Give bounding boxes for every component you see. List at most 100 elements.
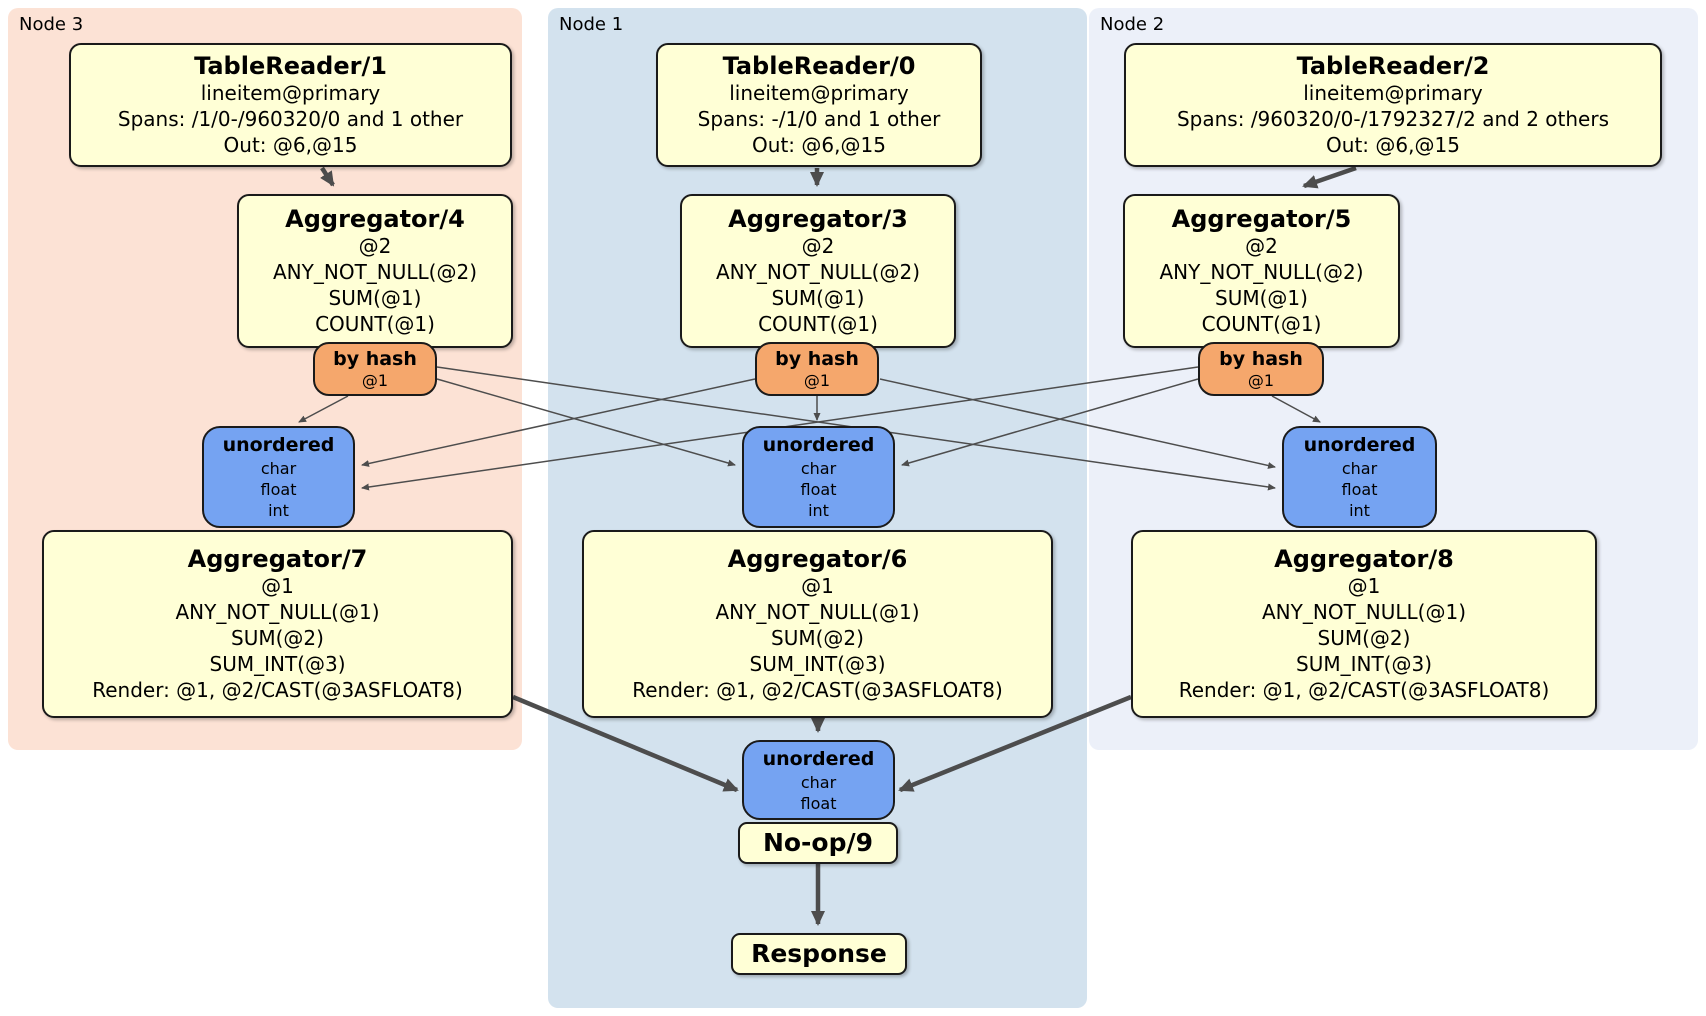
sync-column: float — [800, 793, 837, 813]
node3-label: Node 3 — [19, 14, 84, 35]
aggregator8-render: Render: @1, @2/CAST(@3ASFLOAT8) — [1178, 678, 1550, 702]
node2-label: Node 2 — [1100, 14, 1165, 35]
node3-hash-router: by hash @1 — [313, 342, 437, 396]
aggregator5-group: @2 — [1245, 234, 1278, 258]
tablereader1-index: lineitem@primary — [200, 81, 381, 105]
edge-router2-sync2 — [1271, 395, 1321, 423]
aggregator8-box: Aggregator/8 @1 ANY_NOT_NULL(@1) SUM(@2)… — [1131, 530, 1597, 718]
aggregator6-group: @1 — [801, 574, 834, 598]
aggregator3-box: Aggregator/3 @2 ANY_NOT_NULL(@2) SUM(@1)… — [680, 194, 956, 348]
sync-label: unordered — [222, 434, 335, 456]
router-label: by hash — [1219, 347, 1303, 370]
node1-label: Node 1 — [559, 14, 624, 35]
tablereader1-out: Out: @6,@15 — [223, 133, 358, 157]
aggregator4-box: Aggregator/4 @2 ANY_NOT_NULL(@2) SUM(@1)… — [237, 194, 513, 348]
tablereader0-title: TableReader/0 — [722, 52, 916, 80]
node3-unordered-sync: unordered char float int — [202, 426, 355, 528]
sync-column: int — [1349, 501, 1370, 520]
edge-router2-sync1 — [901, 378, 1199, 467]
router-label: by hash — [775, 347, 859, 370]
aggregator5-fn: COUNT(@1) — [1201, 312, 1322, 336]
sync-label: unordered — [1303, 434, 1416, 456]
aggregator6-box: Aggregator/6 @1 ANY_NOT_NULL(@1) SUM(@2)… — [582, 530, 1053, 718]
tablereader0-spans: Spans: -/1/0 and 1 other — [697, 107, 941, 131]
response-box: Response — [731, 933, 907, 975]
aggregator3-group: @2 — [801, 234, 835, 258]
aggregator6-fn: SUM(@2) — [771, 626, 864, 650]
edge-aggregator7-final-sync — [512, 694, 739, 793]
router-label: by hash — [333, 347, 417, 370]
tablereader0-box: TableReader/0 lineitem@primary Spans: -/… — [656, 43, 982, 167]
aggregator3-fn: SUM(@1) — [771, 286, 865, 310]
tablereader1-title: TableReader/1 — [194, 52, 387, 80]
edge-router3-sync1 — [436, 378, 736, 467]
node1-hash-router: by hash @1 — [755, 342, 879, 396]
aggregator4-fn: ANY_NOT_NULL(@2) — [273, 260, 477, 284]
node2-hash-router: by hash @1 — [1198, 342, 1324, 396]
tablereader2-box: TableReader/2 lineitem@primary Spans: /9… — [1124, 43, 1662, 167]
router-key: @1 — [1247, 370, 1275, 390]
tablereader1-box: TableReader/1 lineitem@primary Spans: /1… — [69, 43, 512, 167]
edge-router1-sync3 — [361, 378, 756, 467]
tablereader2-title: TableReader/2 — [1296, 52, 1490, 80]
aggregator6-fn: ANY_NOT_NULL(@1) — [715, 600, 920, 624]
aggregator8-fn: SUM(@2) — [1317, 626, 1411, 650]
tablereader2-spans: Spans: /960320/0-/1792327/2 and 2 others — [1176, 107, 1609, 131]
edge-tablereader1-aggregator4 — [320, 166, 335, 187]
router-key: @1 — [361, 370, 389, 390]
sync-column: char — [1341, 459, 1378, 478]
sync-column: char — [800, 459, 837, 478]
tablereader1-spans: Spans: /1/0-/960320/0 and 1 other — [117, 107, 464, 131]
sync-column: float — [1341, 480, 1378, 499]
tablereader0-index: lineitem@primary — [729, 81, 909, 105]
aggregator5-title: Aggregator/5 — [1171, 205, 1352, 233]
sync-label: unordered — [762, 434, 875, 456]
aggregator5-fn: SUM(@1) — [1215, 286, 1308, 310]
sync-column: int — [808, 501, 829, 520]
sync-column: float — [260, 480, 297, 499]
aggregator7-box: Aggregator/7 @1 ANY_NOT_NULL(@1) SUM(@2)… — [42, 530, 513, 718]
aggregator4-title: Aggregator/4 — [285, 205, 465, 233]
aggregator8-group: @1 — [1347, 574, 1381, 598]
aggregator6-render: Render: @1, @2/CAST(@3ASFLOAT8) — [632, 678, 1003, 702]
aggregator7-title: Aggregator/7 — [187, 545, 368, 573]
tablereader2-index: lineitem@primary — [1303, 81, 1483, 105]
aggregator3-fn: COUNT(@1) — [758, 312, 878, 336]
sync-column: char — [800, 772, 837, 792]
aggregator4-fn: COUNT(@1) — [315, 312, 435, 336]
aggregator6-fn: SUM_INT(@3) — [749, 652, 886, 676]
response-title: Response — [751, 939, 887, 968]
sync-column: char — [260, 459, 297, 478]
aggregator8-title: Aggregator/8 — [1274, 545, 1454, 573]
aggregator8-fn: SUM_INT(@3) — [1296, 652, 1432, 676]
aggregator5-fn: ANY_NOT_NULL(@2) — [1159, 260, 1364, 284]
node1-unordered-sync: unordered char float int — [742, 426, 895, 528]
aggregator7-fn: SUM(@2) — [231, 626, 324, 650]
aggregator7-render: Render: @1, @2/CAST(@3ASFLOAT8) — [92, 678, 463, 702]
aggregator8-fn: ANY_NOT_NULL(@1) — [1262, 600, 1466, 624]
aggregator5-box: Aggregator/5 @2 ANY_NOT_NULL(@2) SUM(@1)… — [1123, 194, 1400, 348]
aggregator3-title: Aggregator/3 — [728, 205, 908, 233]
aggregator4-group: @2 — [358, 234, 392, 258]
edge-tablereader2-aggregator5 — [1302, 165, 1357, 189]
tablereader2-out: Out: @6,@15 — [1326, 133, 1460, 157]
stream-edges — [320, 165, 1357, 926]
sync-column: int — [268, 501, 289, 520]
noop-box: No-op/9 — [738, 822, 898, 864]
edge-router1-sync2 — [879, 378, 1276, 469]
edge-aggregator8-final-sync — [898, 694, 1132, 793]
sync-label: unordered — [762, 747, 875, 770]
edge-router3-sync3 — [298, 395, 349, 423]
aggregator4-fn: SUM(@1) — [328, 286, 422, 310]
aggregator7-group: @1 — [261, 574, 294, 598]
noop-title: No-op/9 — [762, 828, 874, 857]
tablereader0-out: Out: @6,@15 — [752, 133, 886, 157]
aggregator7-fn: SUM_INT(@3) — [209, 652, 346, 676]
node2-unordered-sync: unordered char float int — [1282, 426, 1437, 528]
aggregator7-fn: ANY_NOT_NULL(@1) — [175, 600, 380, 624]
aggregator3-fn: ANY_NOT_NULL(@2) — [716, 260, 920, 284]
sync-column: float — [800, 480, 837, 499]
final-unordered-sync: unordered char float — [742, 740, 895, 820]
aggregator6-title: Aggregator/6 — [727, 545, 908, 573]
